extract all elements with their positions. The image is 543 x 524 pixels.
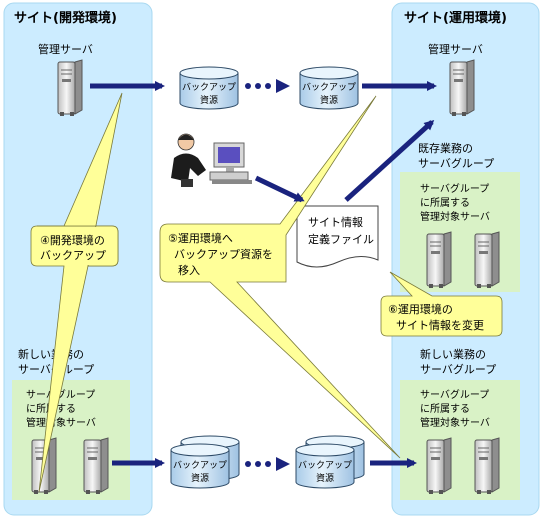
svg-text:バックアップ資源を: バックアップ資源を — [174, 247, 273, 261]
svg-text:移入: 移入 — [178, 264, 200, 277]
callout-step4: ④開発環境の バックアップ — [30, 92, 123, 493]
site-title-dev: サイト(開発環境) — [14, 10, 117, 26]
backup-resource-ops-mgmt: バックアップ 資源 — [299, 66, 359, 110]
svg-text:バックアップ: バックアップ — [298, 460, 352, 471]
svg-text:⑥運用環境の: ⑥運用環境の — [388, 302, 453, 316]
site-title-ops: サイト(運用環境) — [404, 10, 507, 26]
flow-arrows — [90, 81, 437, 468]
server-icon-dev-new-2 — [83, 437, 109, 495]
server-icon-ops-new-2 — [474, 437, 500, 495]
arrow-operator-to-file — [254, 175, 305, 203]
server-icon-ops-existing-2 — [474, 231, 500, 289]
backup-resource-dev-mgmt: バックアップ 資源 — [179, 66, 239, 110]
svg-text:サーバグループ: サーバグループ — [26, 388, 95, 401]
svg-text:サーバグループ: サーバグループ — [420, 388, 489, 401]
arrow-file-to-ops-mgmt — [344, 119, 435, 202]
group-box-ops-existing — [400, 172, 520, 292]
svg-text:資源: 資源 — [320, 94, 338, 106]
server-icon-ops-existing-1 — [426, 231, 452, 289]
mgmt-server-icon-dev — [57, 59, 83, 117]
existing-group-label-2: サーバグループ — [418, 156, 494, 170]
svg-text:資源: 資源 — [200, 94, 218, 106]
backup-resource-dev-group: バックアップ 資源 — [170, 435, 240, 489]
operator-icon — [171, 133, 252, 187]
group-box-ops-new — [400, 380, 520, 500]
callout-step5: ⑤運用環境へ バックアップ資源を 移入 — [159, 95, 401, 459]
svg-text:に所属する: に所属する — [420, 197, 470, 209]
existing-group-label-1: 既存業務の — [418, 141, 473, 155]
svg-text:管理対象サーバ: 管理対象サーバ — [420, 416, 490, 429]
svg-text:バックアップ: バックアップ — [302, 82, 356, 93]
dotted-arrow-bottom — [245, 457, 290, 471]
svg-text:管理対象サーバ: 管理対象サーバ — [26, 416, 96, 429]
svg-text:資源: 資源 — [191, 472, 209, 484]
new-group-label-ops-2: サーバグループ — [420, 362, 496, 376]
mgmt-server-icon-ops — [449, 59, 475, 117]
site-info-file-icon: サイト情報 定義ファイル — [296, 205, 379, 268]
svg-text:バックアップ: バックアップ — [182, 82, 236, 93]
new-group-label-ops-1: 新しい業務の — [420, 347, 486, 361]
mgmt-server-label-ops: 管理サーバ — [428, 42, 483, 56]
backup-resource-ops-group: バックアップ 資源 — [295, 435, 365, 489]
dotted-arrow-top — [245, 79, 290, 93]
callout-step6: ⑥運用環境の サイト情報を変更 — [380, 271, 503, 337]
managed-servers-label-ops-new: サーバグループ に所属する 管理対象サーバ — [420, 388, 490, 429]
svg-text:資源: 資源 — [316, 472, 334, 484]
svg-text:バックアップ: バックアップ — [173, 460, 227, 471]
svg-text:④開発環境の: ④開発環境の — [40, 233, 105, 247]
svg-text:バックアップ: バックアップ — [40, 249, 106, 262]
new-group-label-dev-1: 新しい業務の — [18, 347, 84, 361]
server-icon-ops-new-1 — [426, 437, 452, 495]
site-info-file-label-1: サイト情報 — [308, 216, 363, 229]
site-info-file-label-2: 定義ファイル — [308, 232, 374, 246]
svg-text:⑤運用環境へ: ⑤運用環境へ — [168, 231, 233, 245]
svg-text:に所属する: に所属する — [420, 403, 470, 415]
svg-text:サーバグループ: サーバグループ — [420, 182, 489, 195]
mgmt-server-label-dev: 管理サーバ — [38, 42, 93, 56]
svg-text:サイト情報を変更: サイト情報を変更 — [396, 318, 484, 332]
managed-servers-label-ops-existing: サーバグループ に所属する 管理対象サーバ — [420, 182, 490, 223]
svg-text:管理対象サーバ: 管理対象サーバ — [420, 210, 490, 223]
